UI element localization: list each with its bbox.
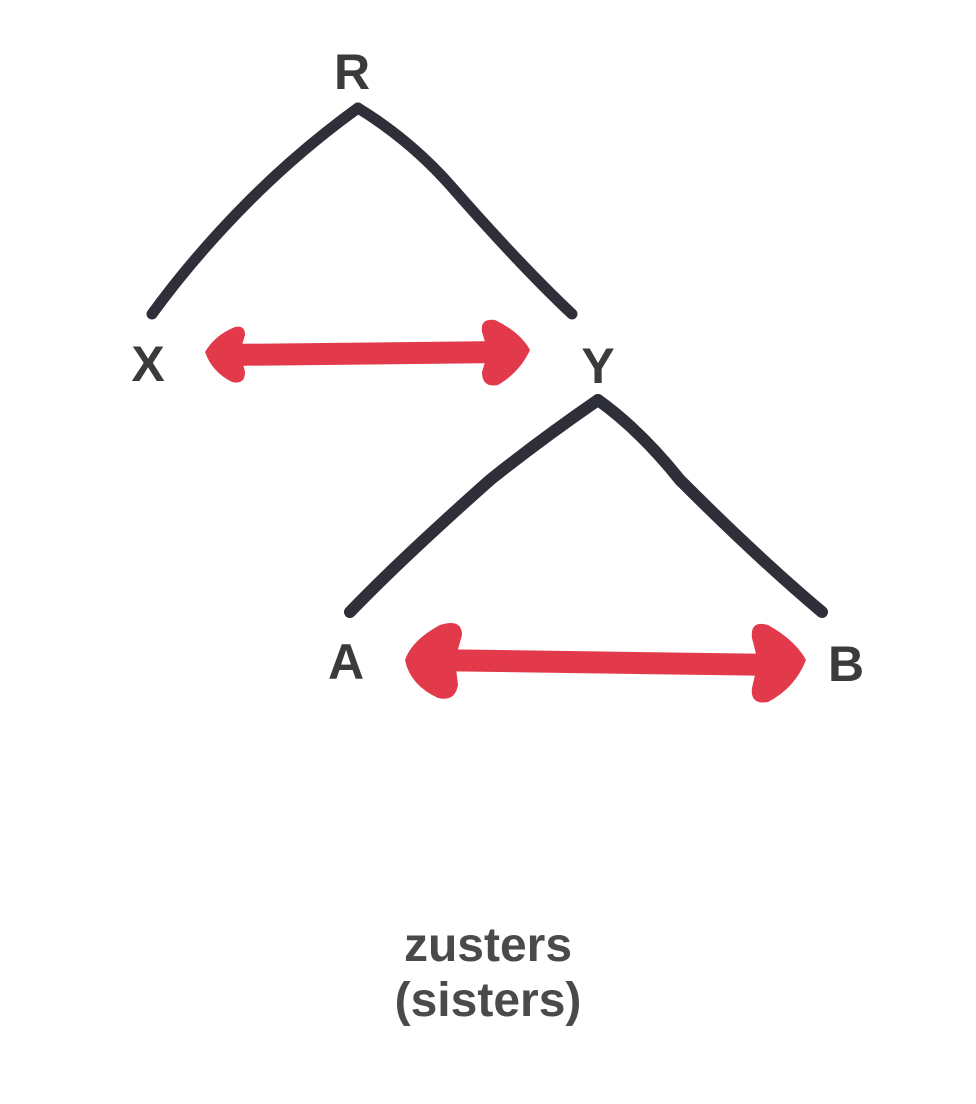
sister-arrow-a-b bbox=[405, 622, 806, 703]
sister-arrow-x-y bbox=[205, 319, 530, 386]
branch-r-y bbox=[352, 102, 578, 320]
arrow-head-left bbox=[205, 326, 245, 383]
branch-y-a bbox=[344, 394, 604, 618]
arrow-shaft bbox=[214, 341, 516, 366]
branch-r-x bbox=[146, 102, 364, 320]
caption-dutch: zusters bbox=[403, 919, 573, 972]
node-label-y: Y bbox=[581, 338, 615, 394]
arrow-head-left bbox=[405, 622, 462, 699]
node-label-x: X bbox=[131, 336, 165, 392]
branch-y-b bbox=[592, 394, 828, 618]
arrow-head-right bbox=[751, 623, 806, 703]
arrow-head-right bbox=[481, 319, 530, 386]
caption: zusters (sisters) bbox=[0, 918, 976, 1028]
node-label-b: B bbox=[827, 636, 865, 692]
node-label-r: R bbox=[333, 44, 371, 100]
caption-english: (sisters) bbox=[394, 974, 582, 1028]
node-label-a: A bbox=[327, 634, 365, 690]
arrow-shaft bbox=[414, 649, 791, 676]
